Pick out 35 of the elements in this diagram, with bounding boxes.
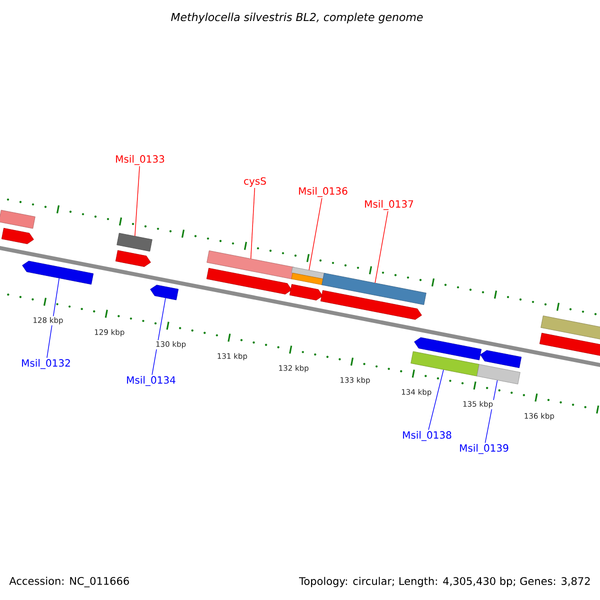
gene-feature <box>206 268 292 294</box>
gene-box <box>291 272 324 286</box>
gene-label: Msil_0133 <box>116 155 164 165</box>
gene-feature <box>22 260 94 285</box>
title: Methylocella silvestris BL2, complete genome <box>171 12 423 24</box>
gene-label: Msil_0138 <box>403 431 452 441</box>
gene-feature <box>289 284 323 300</box>
gene-box <box>410 351 480 376</box>
leader-line <box>374 210 388 284</box>
gene-feature <box>150 284 179 300</box>
gene-label: cysS <box>244 177 266 187</box>
gene-label: Msil_0136 <box>299 187 348 197</box>
leader-line <box>250 188 256 259</box>
gene-box <box>322 272 426 305</box>
leader-line <box>152 298 166 376</box>
gene-feature <box>414 337 482 360</box>
gene-feature <box>115 250 151 267</box>
gene-box <box>0 210 36 229</box>
gene-box <box>540 316 600 342</box>
gene-box <box>116 232 152 252</box>
gene-label: Msil_0132 <box>22 359 70 369</box>
gene-feature <box>539 332 600 358</box>
gene-box <box>476 364 520 384</box>
gene-feature <box>480 350 522 368</box>
leader-line <box>46 278 60 358</box>
gene-feature <box>320 290 422 320</box>
gene-label: Msil_0139 <box>460 444 508 454</box>
gene-box <box>206 250 294 280</box>
footer-text: Accession: NC_011666 <box>9 576 129 588</box>
gene-feature <box>1 228 34 244</box>
footer-text: Topology: circular; Length: 4,305,430 bp; Genes: 3,872 <box>299 576 590 588</box>
gene-label: Msil_0134 <box>127 376 176 386</box>
gene-label: Msil_0137 <box>365 200 414 210</box>
leader-line <box>308 198 322 270</box>
leader-line <box>134 166 140 236</box>
